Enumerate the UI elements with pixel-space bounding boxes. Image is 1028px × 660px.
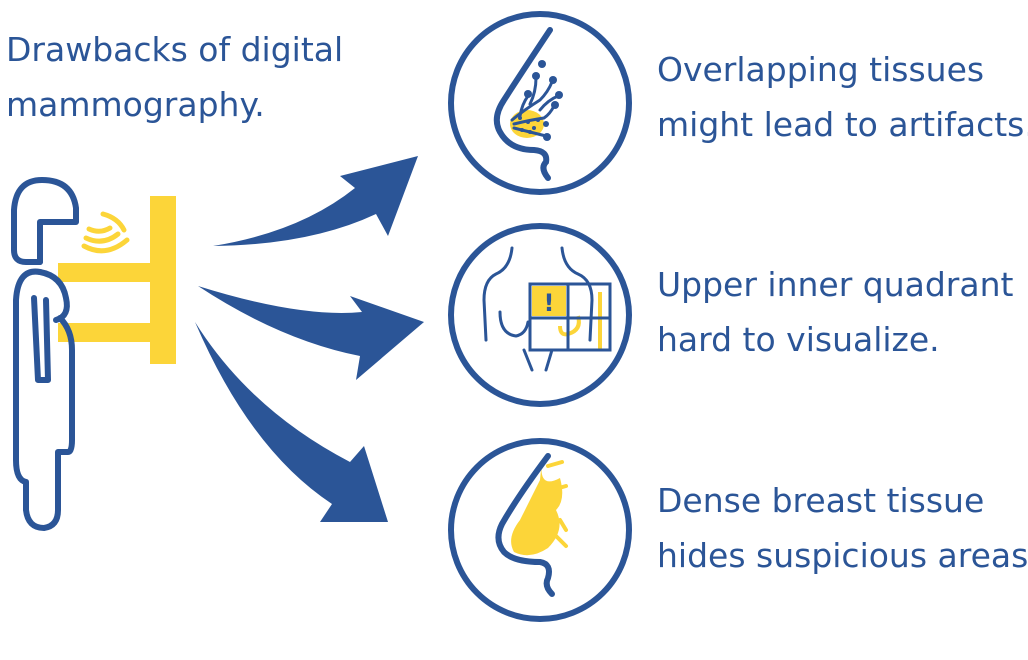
drawback-dense-breast-tissue: Dense breast tissue hides suspicious area… <box>657 473 1028 583</box>
drawback-2-line-2: hard to visualize. <box>657 320 940 359</box>
dense-breast-tissue-icon <box>448 438 632 622</box>
quadrant-highlight <box>532 286 566 316</box>
arrow-to-quadrant <box>198 286 424 380</box>
xray-wave-icon <box>81 211 130 254</box>
drawback-3-line-2: hides suspicious areas. <box>657 536 1028 575</box>
page-title: Drawbacks of digital mammography. <box>6 22 343 132</box>
arrow-to-overlap <box>213 156 418 246</box>
machine-upper-plate <box>58 263 158 282</box>
patient-mammography-icon <box>11 177 176 531</box>
warning-mark: ! <box>544 289 555 317</box>
drawback-overlapping-tissues: Overlapping tissues might lead to artifac… <box>657 42 1028 152</box>
overlapping-tissue-icon <box>448 11 632 195</box>
drawback-upper-inner-quadrant: Upper inner quadrant hard to visualize. <box>657 257 1013 367</box>
page-title-line-1: Drawbacks of digital <box>6 30 344 69</box>
drawback-3-line-1: Dense breast tissue <box>657 481 985 520</box>
upper-inner-quadrant-icon: ! <box>448 223 632 407</box>
patient-figure-icon <box>11 177 79 531</box>
page-title-line-2: mammography. <box>6 85 265 124</box>
drawback-1-line-1: Overlapping tissues <box>657 50 985 89</box>
drawback-2-line-1: Upper inner quadrant <box>657 265 1014 304</box>
drawback-1-line-2: might lead to artifacts. <box>657 105 1028 144</box>
arrow-to-dense <box>195 322 388 522</box>
machine-lower-plate <box>58 323 158 342</box>
